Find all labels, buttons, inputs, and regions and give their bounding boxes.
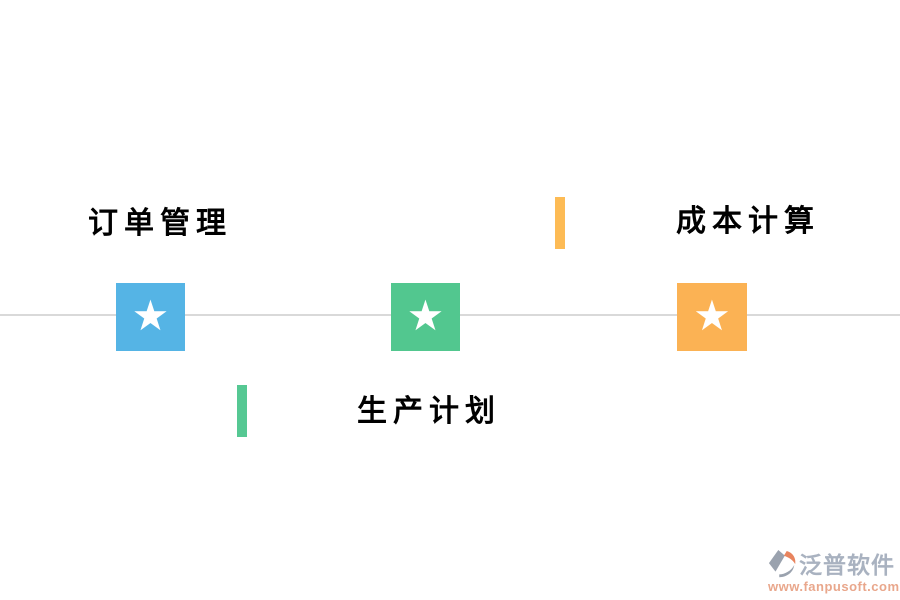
accent-bar-green (237, 385, 247, 437)
star-icon: ★ (406, 291, 445, 340)
watermark-url-text: www.fanpusoft.com (768, 579, 900, 594)
watermark: 泛普软件 www.fanpusoft.com (768, 549, 900, 594)
label-order-management: 订单管理 (88, 207, 232, 240)
fanpu-logo-icon (768, 550, 796, 578)
star-icon: ★ (693, 291, 731, 340)
node-square-production: ★ (391, 283, 460, 351)
star-icon: ★ (131, 291, 170, 340)
accent-bar-orange (555, 197, 565, 249)
label-cost-calculation: 成本计算 (676, 205, 820, 238)
watermark-brand-text: 泛普软件 (799, 551, 895, 578)
watermark-brand-row: 泛普软件 (768, 549, 898, 581)
node-square-order: ★ (116, 283, 185, 351)
label-production-planning: 生产计划 (357, 395, 501, 428)
node-square-cost: ★ (677, 283, 747, 351)
